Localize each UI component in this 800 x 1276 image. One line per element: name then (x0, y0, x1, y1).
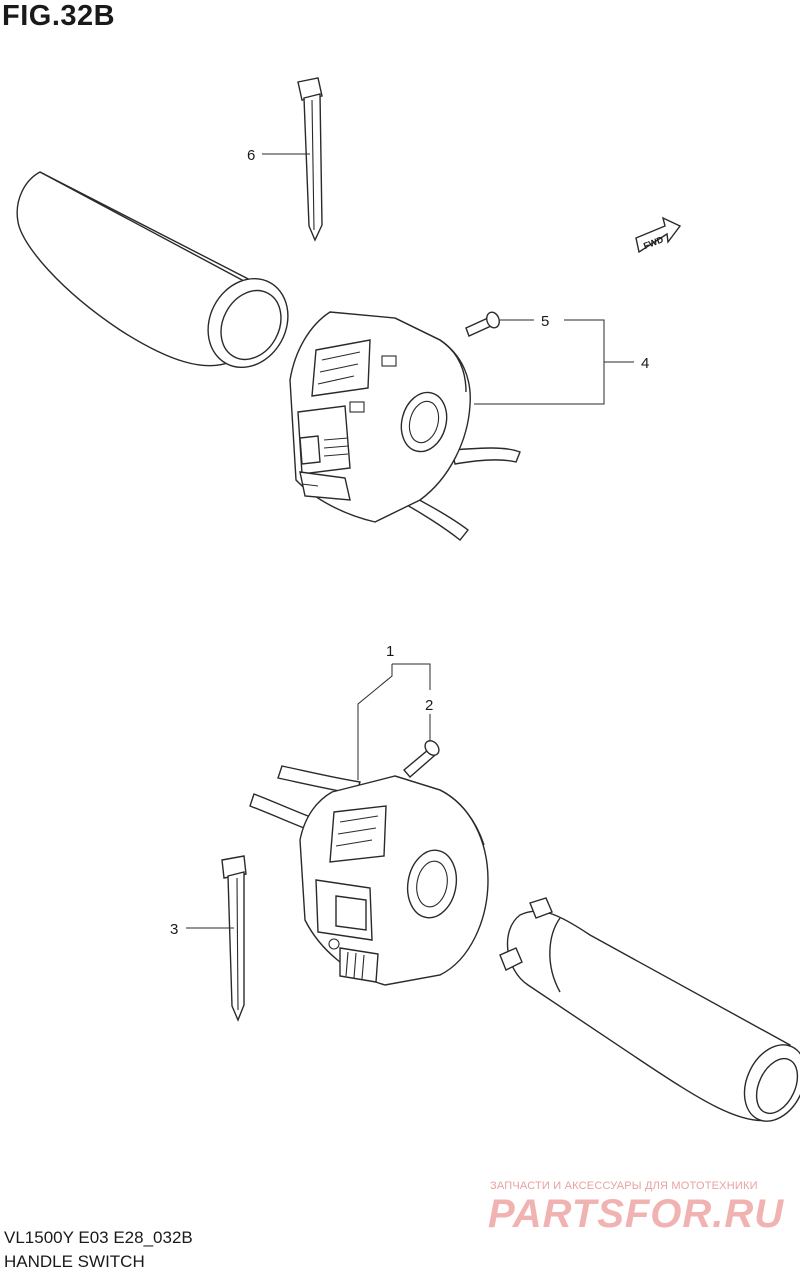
cable-tie-3 (221, 855, 247, 1022)
throttle-grip (499, 897, 800, 1122)
callout-1: 1 (386, 643, 394, 660)
watermark-brand: PARTSFOR.RU (488, 1192, 785, 1236)
left-switch-housing (289, 311, 521, 541)
screw-5 (465, 311, 500, 337)
callout-4: 4 (641, 355, 649, 372)
cable-tie-6 (297, 77, 323, 242)
callout-3: 3 (170, 921, 178, 938)
screw-2 (403, 740, 440, 778)
callout-5: 5 (541, 313, 549, 330)
fwd-arrow: FWD (635, 216, 682, 254)
callout-6: 6 (247, 147, 255, 164)
right-switch-housing (249, 765, 489, 986)
model-code: VL1500Y E03 E28_032B (4, 1228, 193, 1247)
leader-lines (186, 153, 634, 929)
figure-title: FIG.32B (2, 0, 116, 32)
left-grip (16, 171, 289, 369)
watermark-tagline: ЗАПЧАСТИ И АКСЕССУАРЫ ДЛЯ МОТОТЕХНИКИ (490, 1180, 758, 1192)
callout-2: 2 (425, 697, 433, 714)
figure-name: HANDLE SWITCH (4, 1252, 145, 1271)
